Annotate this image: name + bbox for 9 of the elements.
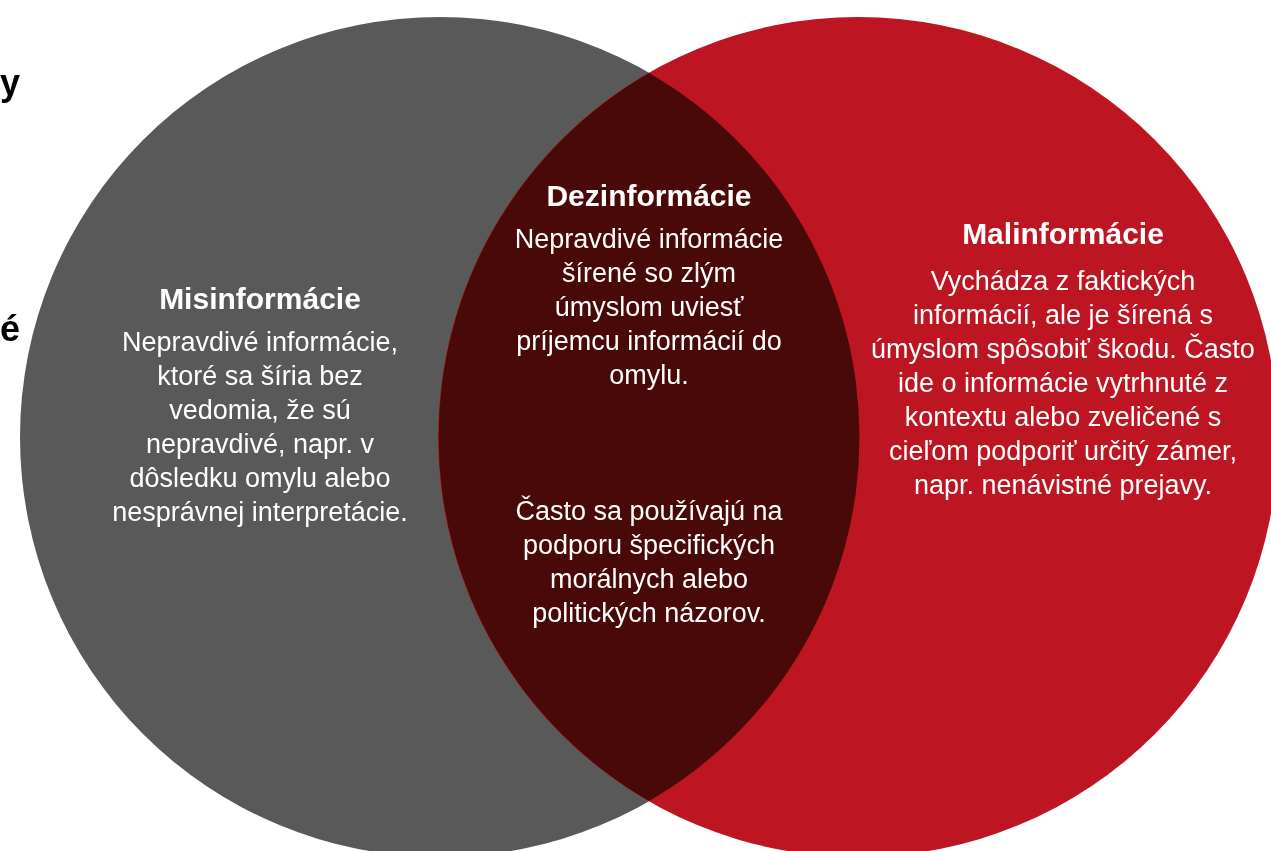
description-text: Nepravdivé informácie, ktoré sa šíria bez vedomia, že sú nepravdivé, napr. v dôsledku omylu alebo nesprávnej interpretácie. [111, 326, 409, 529]
description-text: Často sa používajú na podporu špecifických morálnych alebo politických názorov. [514, 494, 784, 630]
heading: Dezinformácie [545, 179, 753, 213]
text-fragment: y [0, 62, 21, 104]
heading: Misinformácie [158, 282, 362, 316]
description-text: Vychádza z faktických informácií, ale je šírená s úmyslom spôsobiť škodu. Často ide o informácie vytrhnuté z kontextu alebo zveličené s cieľom podporiť určitý zámer, napr. nenávistné prejavy. [870, 265, 1256, 502]
description-text: Nepravdivé informácie šírené so zlým úmyslom uviesť príjemcu informácií do omylu. [514, 223, 784, 392]
text-fragment: é [0, 308, 21, 350]
heading: Malinformácie [961, 217, 1165, 251]
